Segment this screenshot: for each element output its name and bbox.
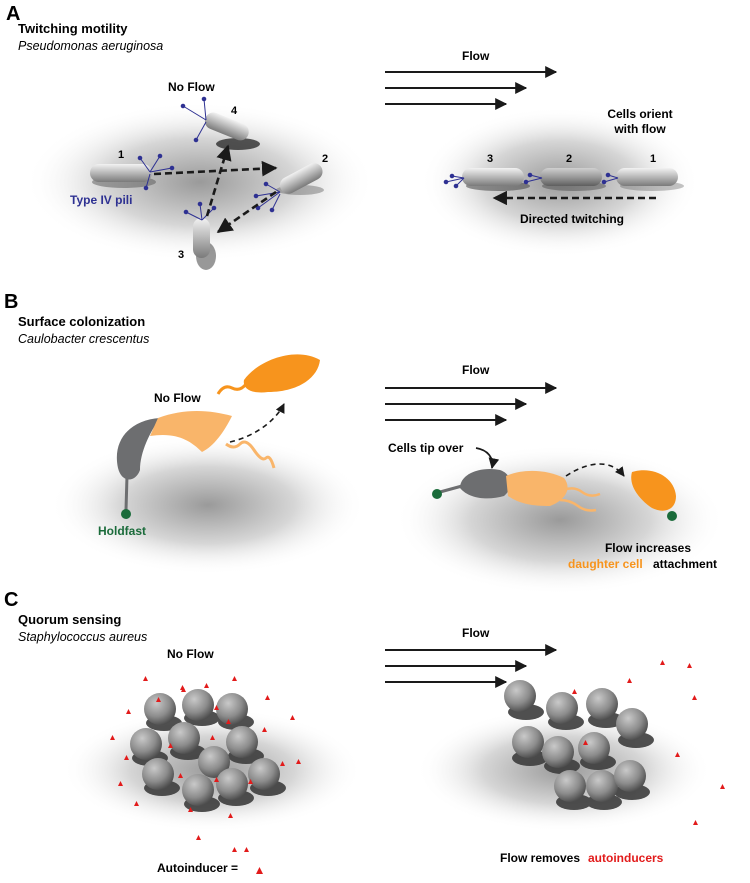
flow-arrows-c bbox=[385, 644, 558, 688]
pili-cell-4 bbox=[180, 96, 207, 143]
right-cell-number-3: 3 bbox=[487, 153, 493, 165]
staph-cluster-no-flow bbox=[130, 689, 286, 812]
oriented-cells bbox=[462, 168, 684, 191]
stalk bbox=[124, 475, 129, 511]
attachment-label: attachment bbox=[653, 557, 717, 571]
tip-over-label: Cells tip over bbox=[388, 441, 464, 455]
flow-arrows-b bbox=[385, 382, 558, 426]
panel-b-title: Surface colonization bbox=[18, 314, 145, 329]
no-flow-label-a: No Flow bbox=[168, 80, 215, 94]
rod-cell-1 bbox=[90, 164, 152, 182]
orient-label-line1: Cells orient bbox=[607, 107, 672, 121]
cell-number-2: 2 bbox=[322, 153, 328, 165]
attaching-daughter-cell bbox=[631, 470, 676, 511]
right-cell-number-2: 2 bbox=[566, 153, 572, 165]
panel-c: C Quorum sensing Staphylococcus aureus N… bbox=[4, 589, 725, 875]
surface-left-b bbox=[50, 435, 366, 575]
flow-label-c: Flow bbox=[462, 626, 490, 640]
flow-increases-label: Flow increases bbox=[605, 541, 691, 555]
release-arrow bbox=[229, 403, 285, 443]
swarmer-cell bbox=[243, 354, 320, 393]
tipped-daughter bbox=[506, 470, 568, 506]
autoinducer-legend-icon bbox=[256, 867, 263, 874]
holdfast-dot bbox=[121, 509, 131, 519]
pili-cell-1 bbox=[137, 153, 175, 191]
orient-label-line2: with flow bbox=[613, 122, 666, 136]
panel-c-title: Quorum sensing bbox=[18, 612, 121, 627]
panel-a-letter: A bbox=[6, 3, 20, 25]
daughter-cell-label: daughter cell bbox=[568, 557, 643, 571]
no-flow-label-c: No Flow bbox=[167, 647, 214, 661]
pili-oriented bbox=[443, 172, 619, 189]
rod-cell-2 bbox=[279, 163, 323, 194]
no-flow-label-b: No Flow bbox=[154, 391, 201, 405]
panel-b: B Surface colonization Caulobacter cresc… bbox=[4, 291, 725, 595]
rod-cell-4 bbox=[204, 112, 249, 141]
rod-cell-right-2 bbox=[540, 168, 602, 186]
type-iv-pili-label: Type IV pili bbox=[70, 193, 132, 207]
staph-cluster-flow bbox=[504, 680, 654, 810]
flow-label-b: Flow bbox=[462, 363, 490, 377]
stalked-cell bbox=[116, 418, 160, 480]
surface-right-b bbox=[395, 445, 725, 595]
panel-a-organism: Pseudomonas aeruginosa bbox=[18, 39, 163, 53]
directed-twitching-label: Directed twitching bbox=[520, 212, 624, 226]
rod-cell-right-1 bbox=[616, 168, 678, 186]
rod-cell-3 bbox=[193, 218, 210, 258]
panel-c-organism: Staphylococcus aureus bbox=[18, 630, 147, 644]
panel-a-title: Twitching motility bbox=[18, 21, 128, 36]
autoinducer-legend-label: Autoinducer = bbox=[157, 861, 238, 875]
holdfast-label: Holdfast bbox=[98, 524, 146, 538]
cell-number-1: 1 bbox=[118, 149, 124, 161]
flow-arrows-a bbox=[385, 66, 558, 110]
right-cell-number-1: 1 bbox=[650, 153, 656, 165]
twitch-path-no-flow bbox=[153, 144, 278, 234]
tip-over-arrow bbox=[475, 447, 500, 470]
pili-cell-3 bbox=[183, 201, 217, 221]
autoinducers-no-flow bbox=[110, 676, 301, 852]
flagellum bbox=[225, 440, 276, 469]
surface-left-a bbox=[25, 102, 375, 262]
flow-removes-label: Flow removes bbox=[500, 851, 580, 865]
cell-number-4: 4 bbox=[231, 105, 238, 117]
holdfast-dot-right bbox=[432, 489, 442, 499]
rod-cell-right-3 bbox=[462, 168, 524, 186]
cell-number-3: 3 bbox=[178, 249, 184, 261]
tipped-flagellum-2 bbox=[559, 498, 597, 512]
tipped-flagellum-1 bbox=[563, 487, 601, 497]
panel-a: A Twitching motility Pseudomonas aerugin… bbox=[6, 3, 700, 270]
daughter-cell-attached bbox=[150, 411, 232, 452]
autoinducers-flow bbox=[572, 660, 725, 825]
panel-b-organism: Caulobacter crescentus bbox=[18, 332, 149, 346]
daughter-holdfast-dot bbox=[667, 511, 677, 521]
flow-label-a: Flow bbox=[462, 49, 490, 63]
panel-b-letter: B bbox=[4, 291, 18, 313]
panel-c-letter: C bbox=[4, 589, 18, 611]
swarmer-flagellum bbox=[216, 383, 248, 395]
autoinducers-label: autoinducers bbox=[588, 851, 664, 865]
tipped-cell bbox=[460, 468, 511, 499]
stalk-right bbox=[439, 484, 463, 494]
